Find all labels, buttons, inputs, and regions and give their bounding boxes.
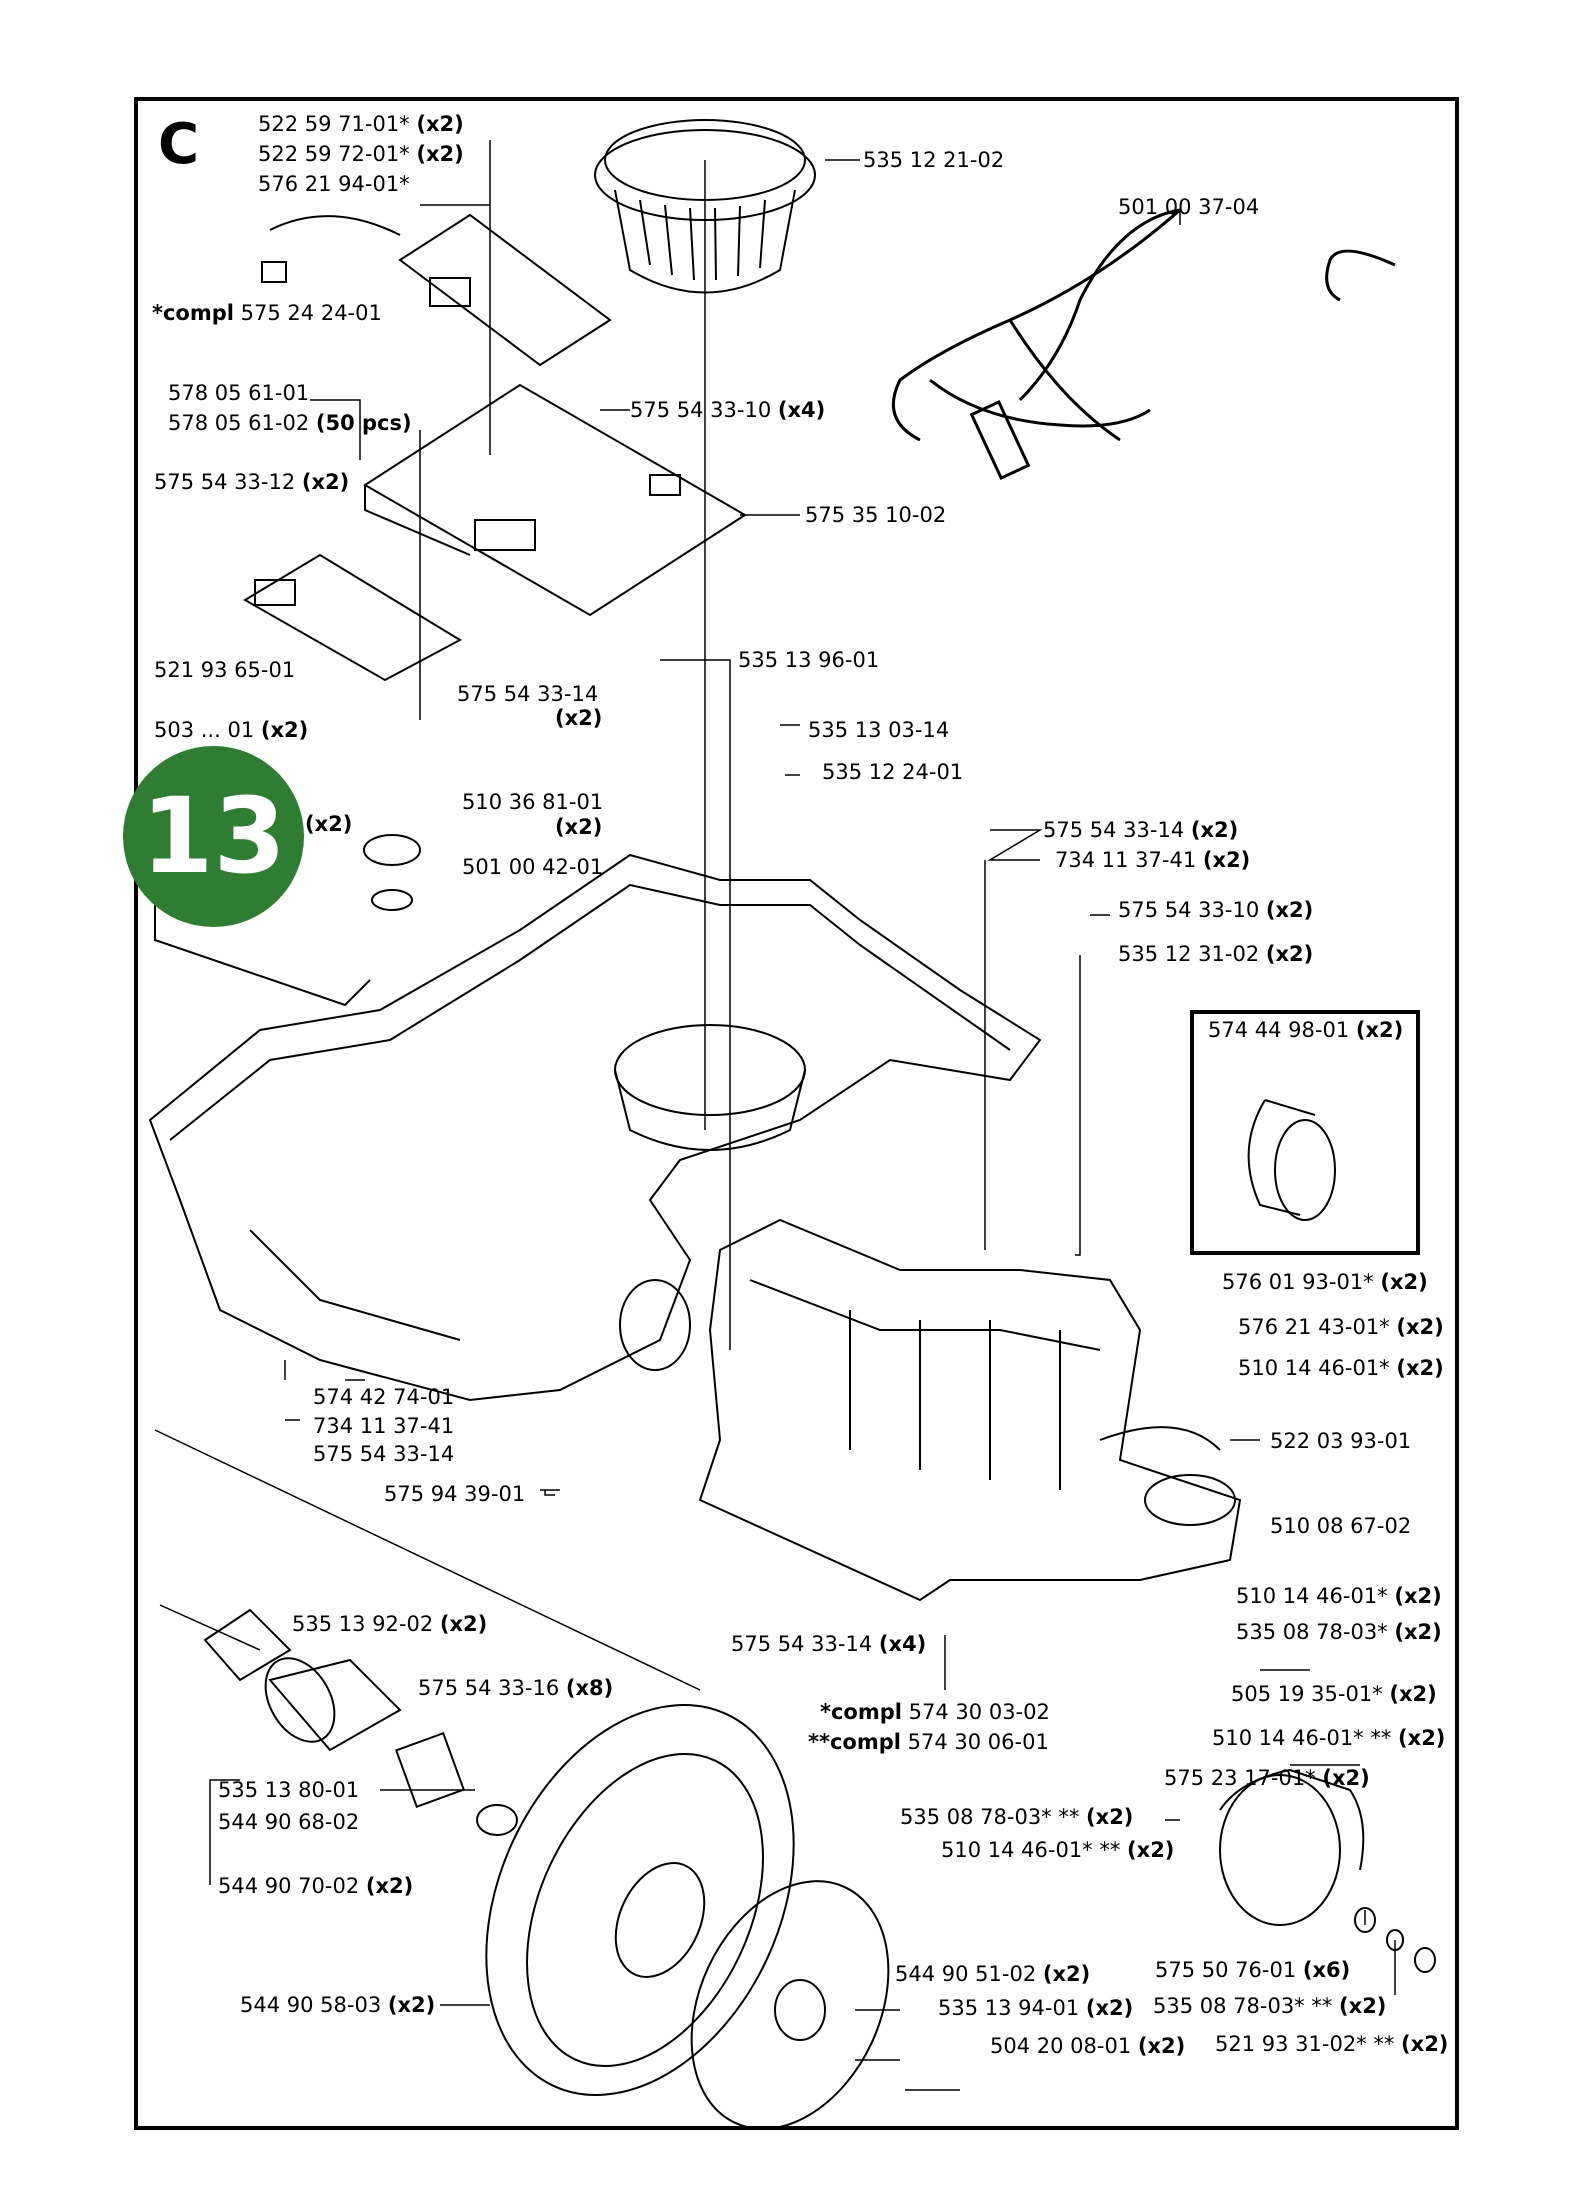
part-label: 535 08 78-03* (x2) bbox=[1236, 1620, 1442, 1644]
part-label: **compl 574 30 06-01 bbox=[808, 1730, 1049, 1754]
part-label: 575 94 39-01 bbox=[384, 1482, 526, 1506]
drive-wheel bbox=[485, 1704, 890, 2130]
part-label: 501 00 37-04 bbox=[1118, 195, 1260, 219]
part-label: 535 13 80-01 bbox=[218, 1778, 360, 1802]
part-label: 501 00 42-01 bbox=[462, 855, 604, 879]
part-label: 503 ... 01 (x2) bbox=[154, 718, 309, 742]
part-label: 544 90 68-02 bbox=[218, 1810, 360, 1834]
part-label: 510 14 46-01* ** (x2) bbox=[941, 1838, 1175, 1862]
part-label: 535 12 31-02 (x2) bbox=[1118, 942, 1314, 966]
part-label: 575 23 17-01* (x2) bbox=[1164, 1766, 1370, 1790]
part-label: 578 05 61-02 (50 pcs) bbox=[168, 411, 412, 435]
part-label: 575 35 10-02 bbox=[805, 503, 947, 527]
part-label: 535 13 96-01 bbox=[738, 648, 880, 672]
part-label: 574 44 98-01 (x2) bbox=[1208, 1018, 1404, 1042]
wire-harness bbox=[891, 208, 1396, 481]
leader-lines bbox=[154, 140, 1396, 2091]
diagram-frame bbox=[134, 97, 1459, 2130]
part-label: 535 12 21-02 bbox=[863, 148, 1005, 172]
motor-assembly bbox=[203, 1608, 518, 1836]
part-label: 734 11 37-41 bbox=[313, 1414, 455, 1438]
section-letter: C bbox=[158, 112, 200, 177]
part-label: 544 90 70-02 (x2) bbox=[218, 1874, 414, 1898]
part-label: 521 93 65-01 bbox=[154, 658, 296, 682]
part-label: 535 13 94-01 (x2) bbox=[938, 1996, 1134, 2020]
inset-box bbox=[1190, 1010, 1420, 1255]
part-label: 575 54 33-14 (x4) bbox=[731, 1632, 927, 1656]
part-label: 575 54 33-16 (x8) bbox=[418, 1676, 614, 1700]
part-label: 505 19 35-01* (x2) bbox=[1231, 1682, 1437, 1706]
part-label: 575 54 33-14 (x2) bbox=[1043, 818, 1239, 842]
chassis-body bbox=[148, 853, 1042, 1402]
part-label: 510 14 46-01* (x2) bbox=[1238, 1356, 1444, 1380]
page-number-badge: 13 bbox=[123, 746, 304, 927]
part-label: 575 54 33-10 (x2) bbox=[1118, 898, 1314, 922]
part-label: 544 90 58-03 (x2) bbox=[240, 1993, 436, 2017]
lower-chassis bbox=[698, 1218, 1242, 1602]
part-label: *compl 575 24 24-01 bbox=[152, 301, 382, 325]
part-label: 544 90 51-02 (x2) bbox=[895, 1962, 1091, 1986]
part-label: 578 05 61-01 bbox=[168, 381, 310, 405]
part-label: 535 08 78-03* ** (x2) bbox=[900, 1805, 1134, 1829]
part-label: (x2) bbox=[555, 706, 603, 730]
part-label: 510 36 81-01 bbox=[462, 790, 604, 814]
part-label: 535 13 92-02 (x2) bbox=[292, 1612, 488, 1636]
part-label: 510 14 46-01* ** (x2) bbox=[1212, 1726, 1446, 1750]
part-label: 575 54 33-14 bbox=[313, 1442, 455, 1466]
part-label: 522 59 72-01* (x2) bbox=[258, 142, 464, 166]
part-label: 574 42 74-01 bbox=[313, 1385, 455, 1409]
part-label: 576 21 94-01* bbox=[258, 172, 410, 196]
part-label: 535 13 03-14 bbox=[808, 718, 950, 742]
part-label: 535 08 78-03* ** (x2) bbox=[1153, 1994, 1387, 2018]
part-label: 510 08 67-02 bbox=[1270, 1514, 1412, 1538]
part-label: *compl 574 30 03-02 bbox=[820, 1700, 1050, 1724]
upper-circuit-board bbox=[261, 213, 612, 367]
part-label: 576 01 93-01* (x2) bbox=[1222, 1270, 1428, 1294]
part-label: 504 20 08-01 (x2) bbox=[990, 2034, 1186, 2058]
part-label: 576 21 43-01* (x2) bbox=[1238, 1315, 1444, 1339]
front-wheel bbox=[1219, 1768, 1436, 1973]
lower-circuit-board bbox=[243, 553, 463, 682]
part-label: (x2) bbox=[555, 815, 603, 839]
part-label: 510 14 46-01* (x2) bbox=[1236, 1584, 1442, 1608]
part-label: 522 03 93-01 bbox=[1270, 1429, 1412, 1453]
part-label: 575 54 33-14 bbox=[457, 682, 599, 706]
part-label: 535 12 24-01 bbox=[822, 760, 964, 784]
part-label: (x2) bbox=[305, 812, 353, 836]
part-label: 575 50 76-01 (x6) bbox=[1155, 1958, 1351, 1982]
part-label: 575 54 33-12 (x2) bbox=[154, 470, 350, 494]
part-label: 575 54 33-10 (x4) bbox=[630, 398, 826, 422]
inset-wheel-drawing bbox=[1247, 1099, 1336, 1221]
part-label: 522 59 71-01* (x2) bbox=[258, 112, 464, 136]
part-label: 521 93 31-02* ** (x2) bbox=[1215, 2032, 1449, 2056]
part-label: 734 11 37-41 (x2) bbox=[1055, 848, 1251, 872]
